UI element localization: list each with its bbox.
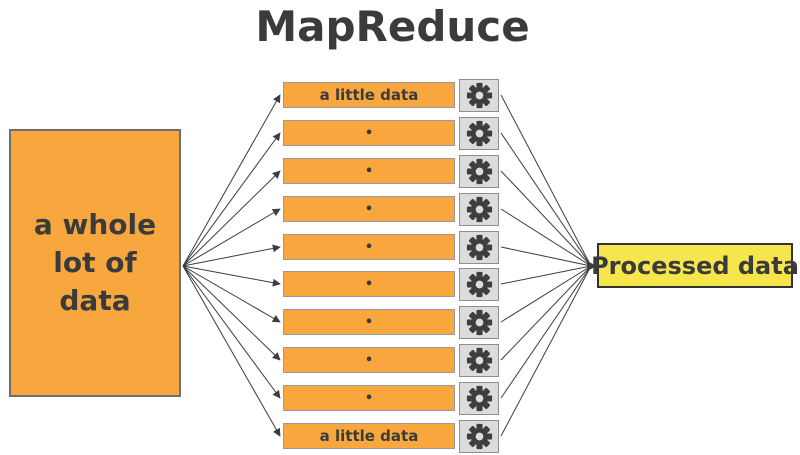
input-data-line: data [59,284,131,317]
gear-icon [466,82,492,108]
gear-icon [466,120,492,146]
data-chunk-bar: • [283,120,455,146]
data-chunk-label: • [364,352,374,368]
fan-in-lines [500,94,592,437]
data-chunk-label: • [364,276,374,292]
gear-icon [466,234,492,260]
worker-box [459,116,499,150]
map-row-5: • [283,230,499,264]
worker-box [459,154,499,188]
map-row-6: • [283,267,499,301]
gear-icon [466,158,492,184]
data-chunk-bar: a little data [283,423,455,449]
data-chunk-bar: a little data [283,82,455,108]
map-row-9: • [283,381,499,415]
data-chunk-bar: • [283,234,455,260]
processed-data-box: Processed data [591,243,799,288]
worker-box [459,419,499,453]
data-chunk-bar: • [283,271,455,297]
input-data-line: a whole [33,208,157,241]
data-chunk-bar: • [283,158,455,184]
gear-icon [466,423,492,449]
worker-box [459,192,499,226]
map-row-2: • [283,116,499,150]
fan-out-arrows [182,94,281,437]
data-chunk-bar: • [283,385,455,411]
input-data-box: a whole lot of data [9,129,181,397]
data-chunk-label: • [364,390,374,406]
worker-box [459,305,499,339]
data-chunk-bar: • [283,309,455,335]
data-chunk-bar: • [283,196,455,222]
gear-icon [466,196,492,222]
data-chunk-bar: • [283,347,455,373]
map-row-3: • [283,154,499,188]
map-row-1: a little data [283,78,499,112]
data-chunk-label: • [364,125,374,141]
data-chunk-label: a little data [319,427,419,445]
map-row-7: • [283,305,499,339]
gear-icon [466,309,492,335]
gear-icon [466,347,492,373]
worker-box [459,343,499,377]
worker-box [459,381,499,415]
gear-icon [466,271,492,297]
gear-icon [466,385,492,411]
data-chunk-label: • [364,314,374,330]
map-row-10: a little data [283,419,499,453]
diagram-title: MapReduce [255,2,530,51]
input-data-line: lot of [53,246,137,279]
map-row-4: • [283,192,499,226]
data-chunk-label: • [364,239,374,255]
worker-box [459,230,499,264]
data-chunk-label: • [364,163,374,179]
worker-box [459,267,499,301]
map-row-8: • [283,343,499,377]
data-chunk-label: a little data [319,86,419,104]
data-chunk-label: • [364,201,374,217]
processed-data-label: Processed data [591,251,799,280]
worker-box [459,78,499,112]
